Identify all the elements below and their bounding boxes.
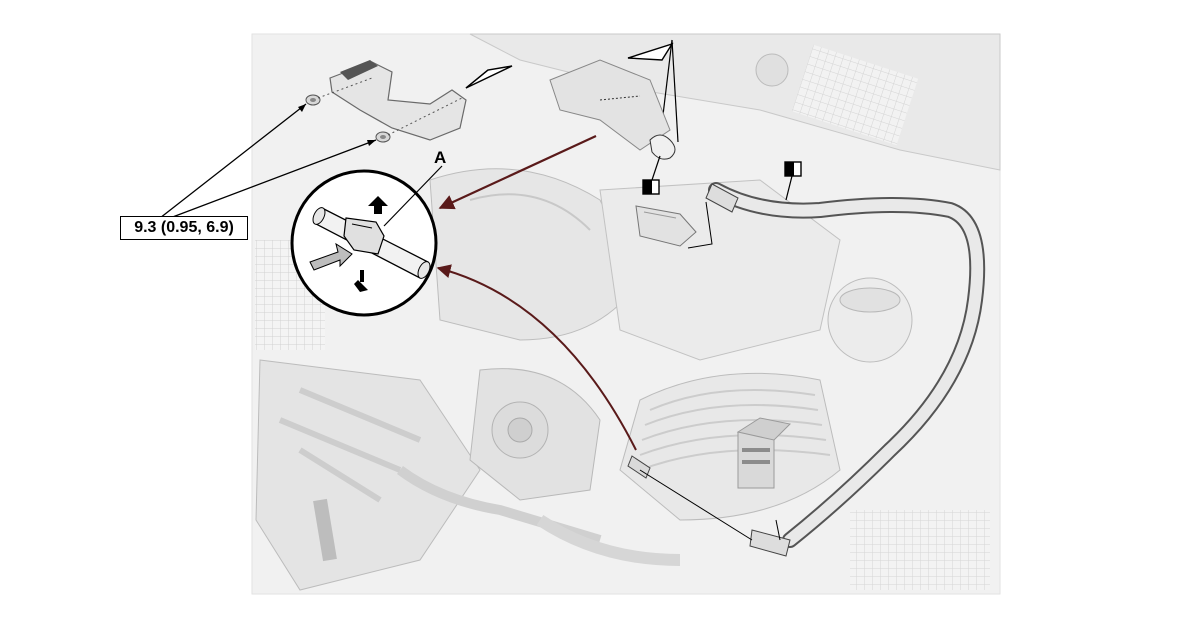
callout-label-a: A (434, 148, 447, 167)
upper-bracket (305, 60, 467, 143)
nut-lower (375, 131, 391, 143)
coolant-hose (705, 182, 986, 557)
connector-marker-right (784, 161, 802, 201)
detail-arrows (436, 135, 637, 451)
top-center-bracket (549, 59, 676, 160)
torque-spec-label: 9.3 (0.95, 6.9) (120, 216, 248, 240)
push-arrow-icon (309, 242, 353, 271)
triangle-pointer-left (465, 65, 513, 89)
nut-upper (305, 94, 321, 106)
detail-circle (290, 165, 443, 317)
hose-clamp-part (635, 201, 713, 249)
down-arrow-icon (354, 270, 368, 292)
up-arrow-icon (368, 196, 388, 214)
torque-leader-lines (159, 103, 377, 219)
connector-marker-left (642, 155, 661, 195)
hose-clip-lower (627, 455, 753, 541)
triangle-pointer-top (627, 39, 679, 143)
